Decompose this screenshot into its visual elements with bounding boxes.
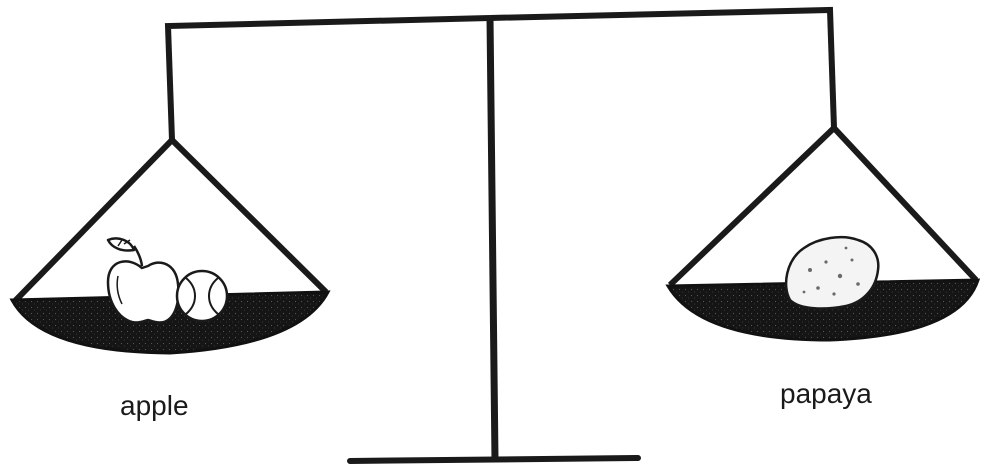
- scale-pole: [490, 18, 495, 460]
- right-pan-label: papaya: [780, 380, 872, 408]
- right-hanger: [490, 10, 834, 128]
- scale-stand: [350, 18, 638, 461]
- left-hanger: [168, 18, 490, 140]
- left-pan-label: apple: [120, 392, 189, 420]
- left-pan: [12, 140, 328, 353]
- right-pan: [668, 128, 978, 340]
- apple-icon: [108, 238, 178, 322]
- scale-beam: [168, 10, 834, 140]
- ball-icon: [177, 271, 227, 321]
- papaya-icon: [786, 237, 878, 308]
